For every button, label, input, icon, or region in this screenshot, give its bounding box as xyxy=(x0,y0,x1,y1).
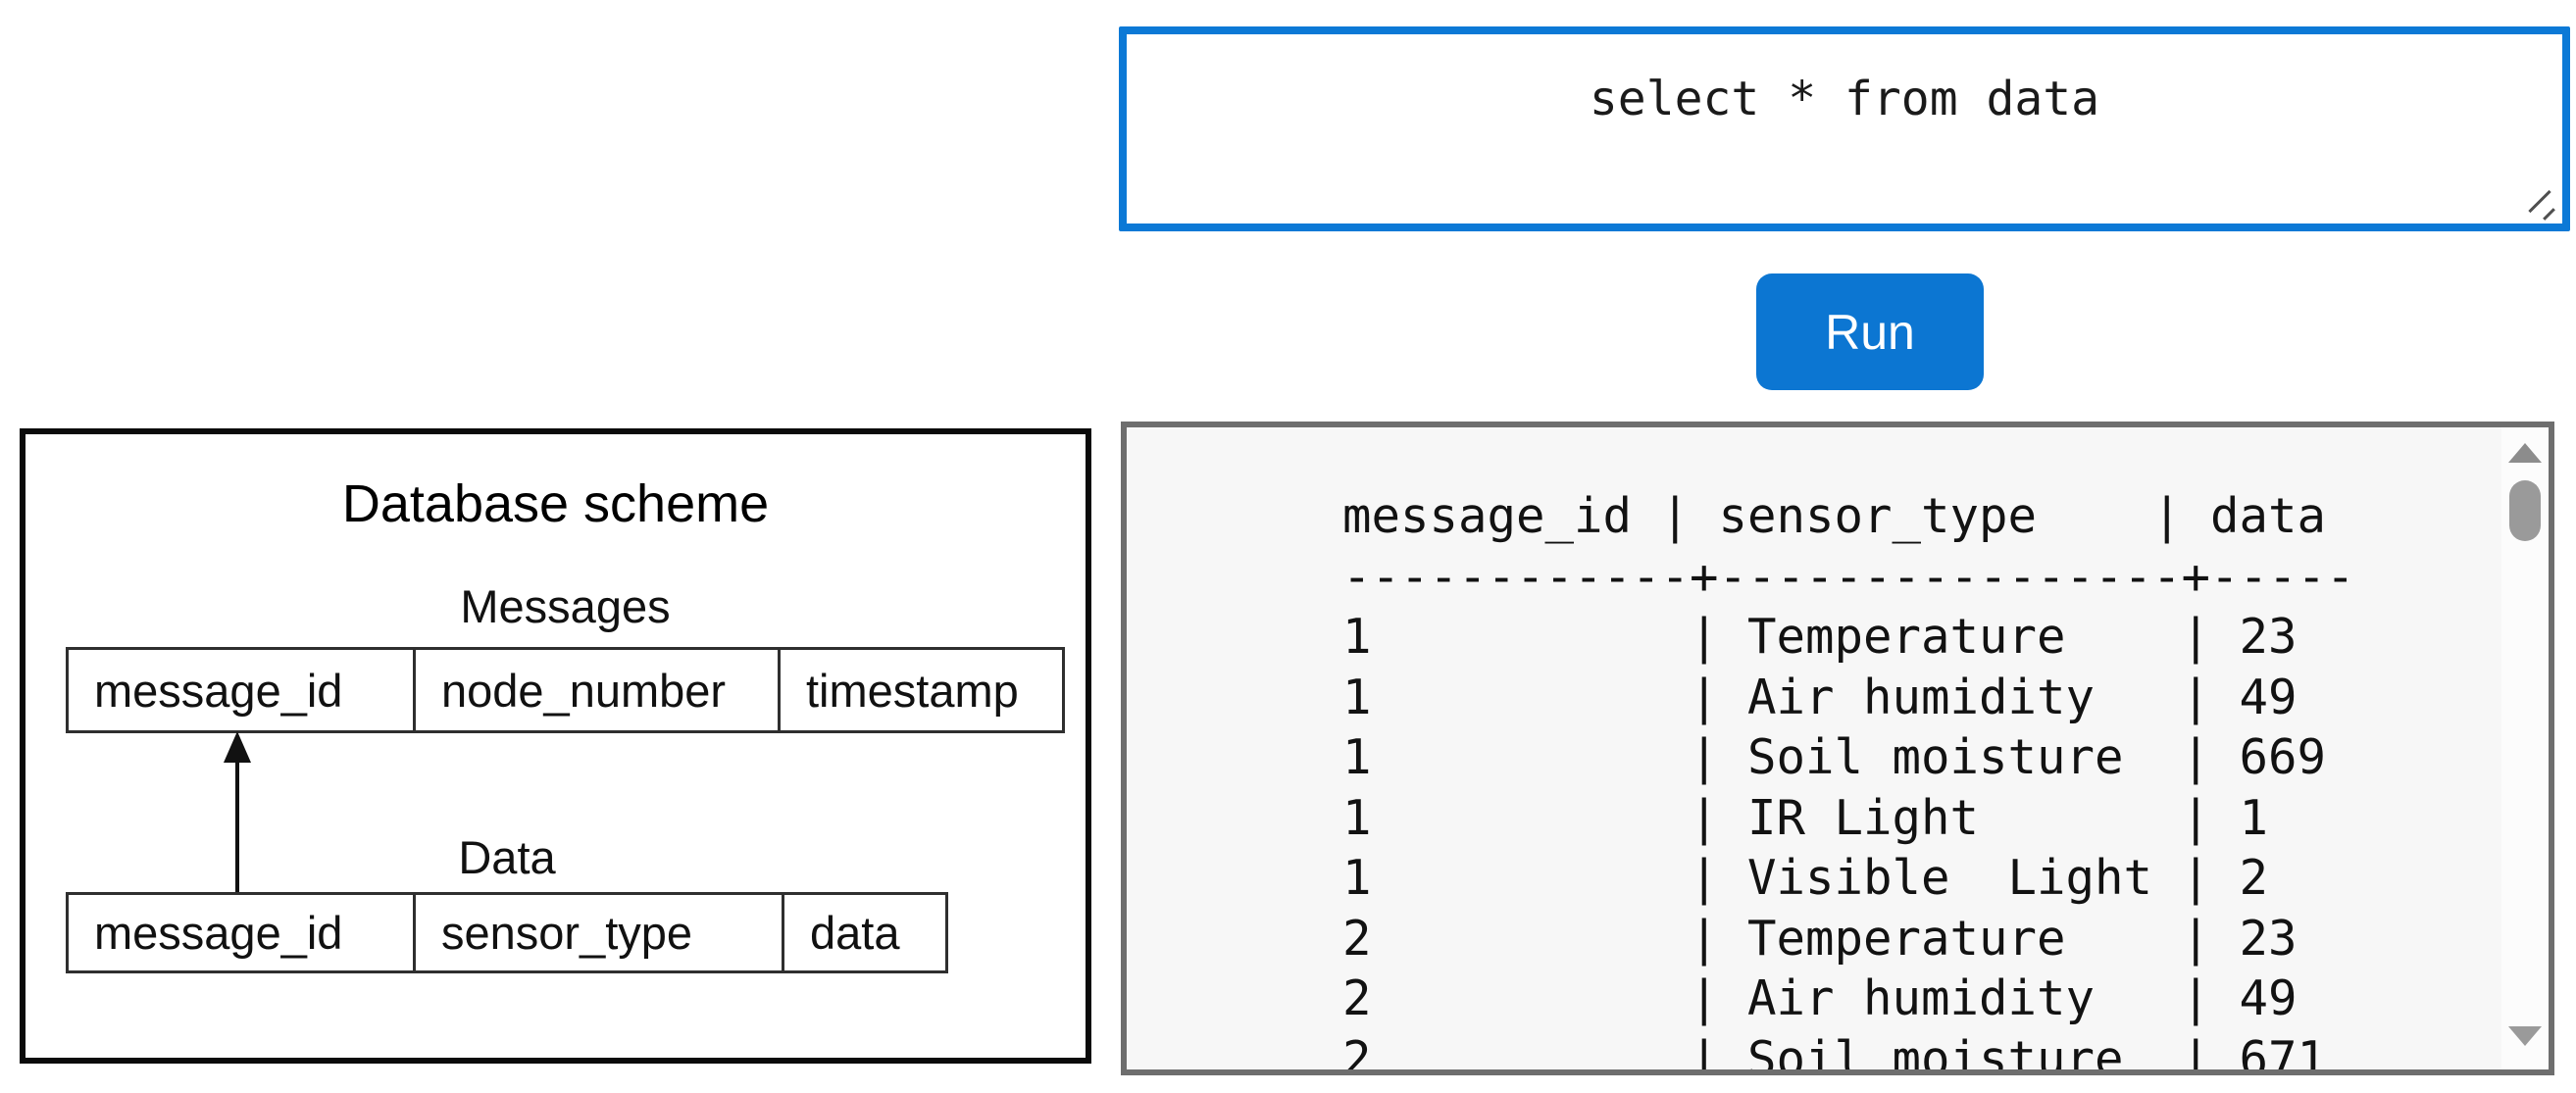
scroll-down-icon[interactable] xyxy=(2508,1026,2542,1046)
messages-col-timestamp: timestamp xyxy=(806,664,1019,717)
data-col-sensor-type: sensor_type xyxy=(416,895,784,970)
results-scrollbar[interactable] xyxy=(2501,427,2549,1069)
scroll-up-icon[interactable] xyxy=(2508,443,2542,463)
database-schema-diagram: Database scheme Messages message_id node… xyxy=(20,428,1091,1064)
arrow-line xyxy=(235,760,239,892)
data-col-data: data xyxy=(810,907,900,959)
arrow-head xyxy=(224,731,251,763)
sql-query-input[interactable]: select * from data xyxy=(1119,26,2570,231)
messages-table: message_id node_number timestamp xyxy=(66,647,1065,733)
diagram-title: Database scheme xyxy=(341,474,770,533)
data-table: message_id sensor_type data xyxy=(66,892,948,973)
data-table-label: Data xyxy=(458,831,556,883)
run-button[interactable]: Run xyxy=(1756,273,1984,390)
messages-table-label: Messages xyxy=(460,580,671,632)
data-col-message-id: message_id xyxy=(69,895,416,970)
scrollbar-thumb[interactable] xyxy=(2509,480,2541,541)
messages-col-node-number: node_number xyxy=(416,650,781,730)
messages-col-message-id: message_id xyxy=(69,650,416,730)
results-text: message_id | sensor_type | data --------… xyxy=(1342,488,2355,1069)
query-results-panel: message_id | sensor_type | data --------… xyxy=(1121,422,2554,1075)
